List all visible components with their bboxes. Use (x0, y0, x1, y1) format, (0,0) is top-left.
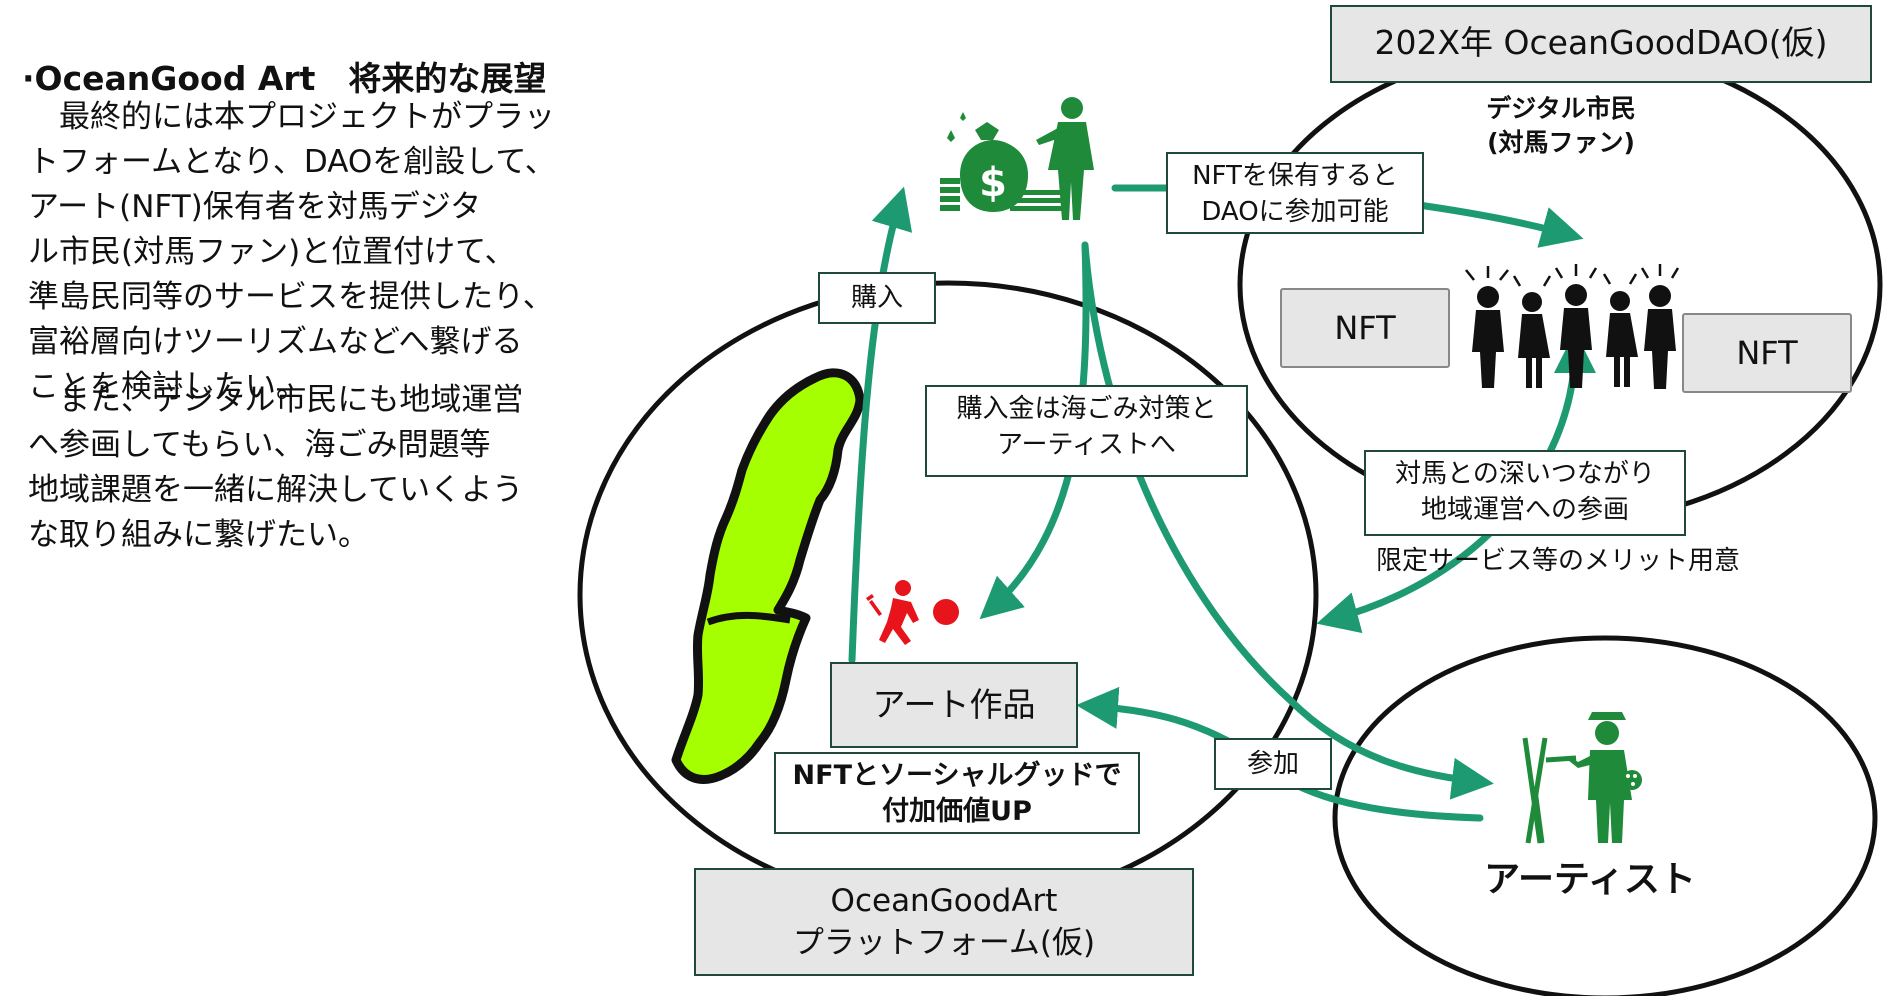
artwork-box: アート作品 (830, 662, 1078, 748)
artist-circle (1332, 635, 1878, 996)
section-title: ·OceanGood Art 将来的な展望 (22, 59, 547, 98)
nft-dao-line2: DAOに参加可能 (1201, 197, 1389, 227)
nft-card-left: NFT (1280, 288, 1450, 368)
platform-title-line2: プラットフォーム(仮) (792, 925, 1096, 961)
citizens-label-line1: デジタル市民 (1486, 94, 1636, 123)
painter-easel-icon (1522, 712, 1642, 844)
platform-title: OceanGoodArt プラットフォーム(仮) (694, 868, 1194, 976)
connection-label: 対馬との深いつながり 地域運営への参画 (1364, 450, 1686, 536)
svg-text:$: $ (979, 160, 1007, 206)
funds-line1: 購入金は海ごみ対策と (956, 394, 1217, 424)
nft-dao-line1: NFTを保有すると (1192, 161, 1398, 191)
artist-label: アーティスト (1484, 859, 1696, 900)
digital-citizens-label: デジタル市民 (対馬ファン) (1476, 92, 1646, 160)
value-line2: 付加価値UP (882, 796, 1032, 827)
cheering-people-icon (1465, 264, 1680, 389)
tsushima-island-map (671, 368, 865, 784)
dao-title: 202X年 OceanGoodDAO(仮) (1330, 5, 1872, 83)
vision-paragraph-2: また、デジタル市民にも地域運営 へ参画してもらい、海ごみ問題等 地域課題を一緒に… (28, 382, 524, 553)
purchase-label: 購入 (818, 272, 936, 324)
connection-line2: 地域運営への参画 (1420, 495, 1629, 525)
nft-card-right: NFT (1682, 313, 1852, 393)
value-up-box: NFTとソーシャルグッドで 付加価値UP (774, 752, 1140, 834)
benefit-label: 限定サービス等のメリット用意 (1376, 546, 1741, 576)
connection-line1: 対馬との深いつながり (1395, 459, 1655, 489)
beach-cleanup-icon (866, 580, 959, 645)
arrow-purchase (848, 186, 913, 664)
value-line1: NFTとソーシャルグッドで (792, 760, 1122, 791)
funds-label: 購入金は海ごみ対策と アーティストへ (925, 385, 1248, 477)
vision-paragraph-1: 最終的には本プロジェクトがプラッ トフォームとなり、DAOを創設して、 アート(… (28, 99, 556, 405)
citizens-label-line2: (対馬ファン) (1487, 128, 1635, 157)
participate-label: 参加 (1214, 738, 1332, 790)
funds-line2: アーティストへ (997, 430, 1176, 460)
platform-title-line1: OceanGoodArt (830, 883, 1058, 919)
nft-dao-label: NFTを保有すると DAOに参加可能 (1166, 152, 1424, 234)
money-bag-investor-icon: $ (940, 97, 1094, 220)
